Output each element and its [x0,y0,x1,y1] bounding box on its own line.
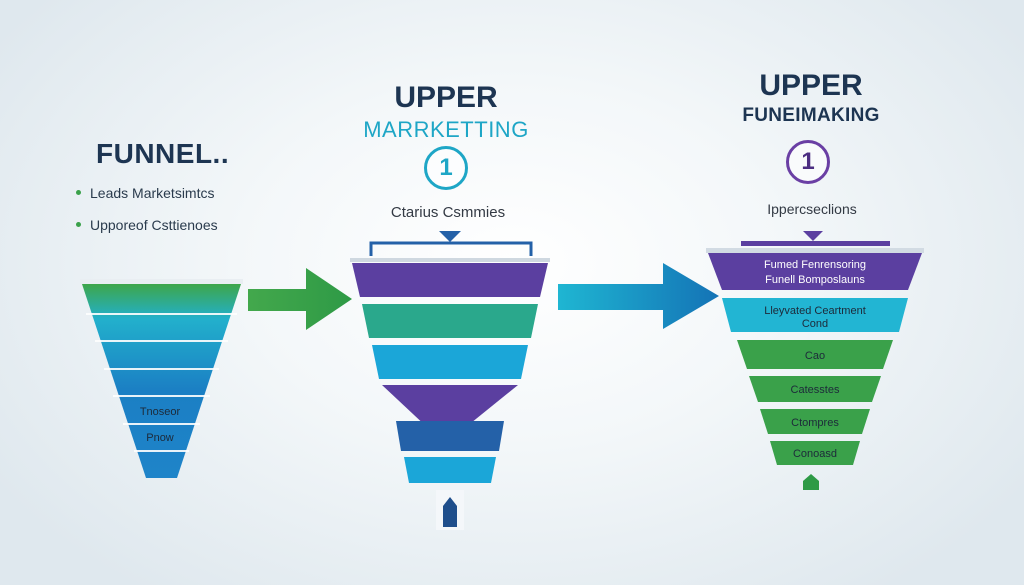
right-funnel-label-1: Fumed Fenrensoring [764,259,866,271]
left-funnel-label-2: Pnow [146,432,174,444]
right-funnel-layer-5 [760,409,870,434]
left-funnel: Tnoseor Pnow [80,279,243,478]
right-funnel-label-7: Ctompres [791,417,839,429]
middle-title-line-2: MARRKETTING [363,117,529,142]
right-funnel-pointer-icon [803,231,823,241]
middle-funnel-pointer-icon [439,231,461,242]
right-funnel-label-3: Lleyvated Ceartment [764,305,866,317]
step-badge: 1 [424,146,468,190]
left-bullet-label: Upporeof Csttienoes [90,217,218,233]
right-funnel-label-8: Conoasd [793,448,837,460]
right-funnel-bracket [741,241,890,246]
middle-funnel [350,231,550,530]
left-bullet-label: Leads Marketsimtcs [90,185,215,201]
left-bullet-item: Leads Marketsimtcs [76,186,214,200]
right-funnel-rim [706,248,924,253]
left-funnel-dividers [86,313,237,452]
left-funnel-rim [80,279,243,284]
middle-funnel-layer-6 [404,457,496,483]
middle-funnel-layer-3 [372,345,528,379]
right-funnel-label-2: Funell Bomposlauns [765,274,865,286]
step-badge: 1 [786,140,830,184]
right-caption: Ippercseclions [767,201,857,217]
arrow-right-icon [248,268,352,330]
arrow-right-icon [558,263,719,329]
middle-funnel-output-arrow-icon [443,497,457,527]
middle-caption: Ctarius Csmmies [390,204,506,221]
step-badge-number: 1 [801,148,815,175]
right-funnel-layer-3 [737,340,893,369]
bullet-dot-icon [76,189,81,195]
right-funnel-label-6: Catesstes [791,384,840,396]
left-title: FUNNEL.. [96,138,230,169]
middle-funnel-bracket [369,241,533,256]
middle-funnel-layer-2 [362,304,538,338]
middle-funnel-layer-5 [396,421,504,451]
bullet-dot-icon [76,221,81,227]
step-badge-number: 1 [439,154,453,181]
right-funnel: Fumed Fenrensoring Funell Bomposlauns Ll… [706,231,924,490]
left-funnel-label-1: Tnoseor [140,406,181,418]
middle-title-line-1: UPPER [394,81,498,114]
left-funnel-body [82,284,241,478]
middle-funnel-layer-4 [382,385,518,444]
middle-funnel-layer-1 [352,263,548,297]
right-funnel-layer-2 [722,298,908,332]
right-title-line-1: UPPER [759,69,863,102]
right-funnel-layer-1 [708,253,922,290]
right-title-line-2: FUNEIMAKING [742,105,880,126]
middle-funnel-rim [350,258,550,262]
right-funnel-layer-4 [749,376,881,402]
left-bullet-item: Upporeof Csttienoes [76,218,218,232]
right-funnel-output-arrow-icon [803,474,819,490]
right-funnel-layer-6 [770,441,860,465]
right-funnel-label-4: Cond [802,318,828,330]
right-funnel-label-5: Cao [805,350,825,362]
